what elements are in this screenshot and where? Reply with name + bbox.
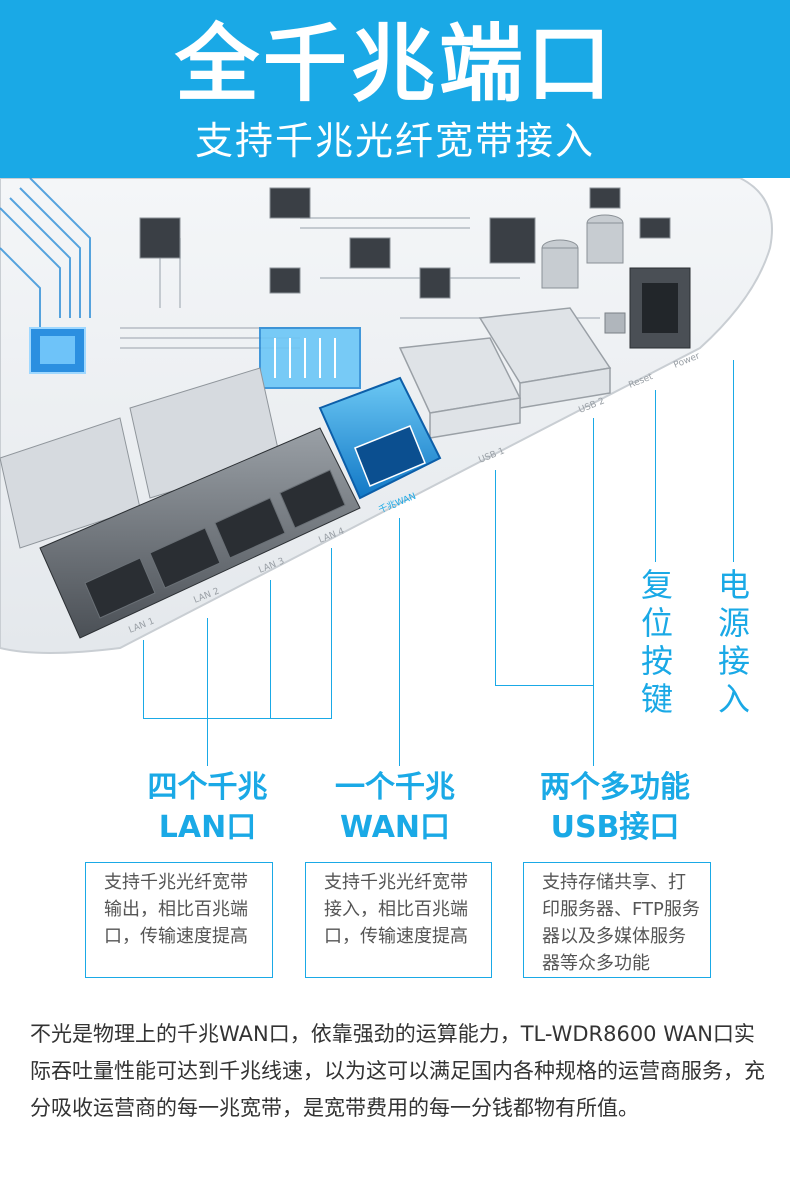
lan-feature-description: 支持千兆光纤宽带输出，相比百兆端口，传输速度提高 — [85, 862, 273, 978]
lan-connector-line — [207, 718, 208, 766]
callout-char: 按 — [640, 642, 673, 680]
callout-char: 复 — [640, 566, 673, 604]
power-connector-line — [733, 360, 734, 562]
wan-feature-description: 支持千兆光纤宽带接入，相比百兆端口，传输速度提高 — [305, 862, 492, 978]
lan-connector-line — [331, 548, 332, 718]
router-board-illustration: LAN 1 LAN 2 LAN 3 LAN 4 千兆WAN USB 1 USB … — [0, 178, 773, 654]
lan-connector-line — [270, 580, 271, 718]
callout-char: 源 — [717, 604, 750, 642]
usb-connector-line — [495, 685, 594, 686]
reset-connector-line — [655, 390, 656, 562]
page-subtitle: 支持千兆光纤宽带接入 — [194, 119, 595, 163]
feature-title-line: 一个千兆 — [335, 770, 455, 805]
feature-title-line: 两个多功能 — [540, 770, 690, 805]
feature-title-line: LAN口 — [158, 810, 257, 845]
callout-char: 电 — [717, 566, 750, 604]
lan-connector-line — [207, 618, 208, 718]
wan-feature-title: 一个千兆 WAN口 — [300, 768, 490, 848]
callout-char: 入 — [717, 680, 750, 718]
feature-description-text: 支持千兆光纤宽带接入，相比百兆端口，传输速度提高 — [324, 872, 468, 947]
usb-connector-line — [495, 470, 496, 685]
feature-title-line: 四个千兆 — [147, 770, 268, 805]
lan-connector-line — [143, 718, 332, 719]
callout-char: 接 — [717, 642, 750, 680]
usb-feature-title: 两个多功能 USB接口 — [505, 768, 725, 848]
feature-description-text: 支持存储共享、打印服务器、FTP服务器以及多媒体服务器等众多功能 — [542, 872, 700, 974]
header-banner: 全千兆端口 支持千兆光纤宽带接入 — [0, 0, 790, 178]
feature-title-line: USB接口 — [550, 810, 680, 845]
lan-feature-title: 四个千兆 LAN口 — [95, 768, 320, 848]
description-paragraph: 不光是物理上的千兆WAN口，依靠强劲的运算能力，TL-WDR8600 WAN口实… — [30, 1022, 765, 1120]
power-input-callout: 电 源 接 入 — [714, 566, 754, 718]
feature-title-line: WAN口 — [339, 810, 451, 845]
page-title: 全千兆端口 — [174, 15, 615, 113]
wan-connector-line — [399, 518, 400, 766]
usb-feature-description: 支持存储共享、打印服务器、FTP服务器以及多媒体服务器等众多功能 — [523, 862, 711, 978]
callout-char: 键 — [640, 680, 673, 718]
callout-char: 位 — [640, 604, 673, 642]
usb-connector-line — [593, 418, 594, 766]
feature-description-text: 支持千兆光纤宽带输出，相比百兆端口，传输速度提高 — [104, 872, 248, 947]
reset-button-callout: 复 位 按 键 — [637, 566, 677, 718]
lan-connector-line — [143, 640, 144, 718]
